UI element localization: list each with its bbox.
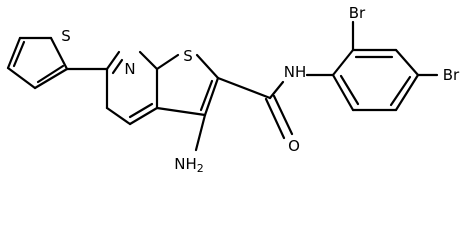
atom-o-carbonyl: O	[288, 137, 300, 155]
bond	[203, 76, 220, 117]
bond-double-inner	[12, 40, 26, 68]
atom-s-thiophene: S	[61, 27, 71, 45]
bond-double-inner	[128, 102, 154, 119]
bond-c-nh	[268, 80, 285, 100]
dibromophenyl-ring	[331, 48, 420, 112]
bond	[6, 66, 37, 90]
bond-c-o	[264, 97, 286, 140]
atom-amino: NH2	[174, 155, 204, 175]
fused-thiophene-ring	[155, 53, 220, 117]
bond-double-inner	[199, 79, 214, 112]
bond-c-o-double	[272, 94, 294, 136]
bond	[394, 48, 420, 77]
bond	[394, 73, 420, 112]
bond	[155, 53, 180, 71]
bond-double-inner	[339, 74, 360, 106]
atom-br-ortho: Br	[349, 4, 366, 22]
amino-subscript: 2	[197, 162, 204, 175]
pyridine-ring	[105, 50, 159, 126]
bond	[331, 48, 355, 77]
bond-amino	[194, 113, 207, 152]
atom-br-para: Br	[443, 66, 460, 84]
bond-carbonyl-carbon	[216, 76, 272, 100]
bond	[105, 106, 132, 126]
bond	[6, 36, 22, 70]
atom-n-pyridine: N	[124, 60, 135, 78]
bond	[155, 106, 207, 117]
bond	[33, 67, 69, 90]
bond-double-inner	[389, 75, 412, 107]
bond-double-inner	[36, 64, 65, 84]
atom-s-fused: S	[183, 47, 193, 65]
molecule-structure-diagram: S N S NH2 O NH	[6, 4, 460, 175]
thiophene-ring	[6, 36, 69, 90]
bond	[195, 53, 220, 80]
bond	[49, 36, 69, 71]
amino-label: NH	[174, 155, 197, 173]
atom-nh-amide: NH	[284, 63, 307, 81]
bond	[105, 50, 121, 71]
bond	[331, 73, 355, 112]
bond	[128, 106, 159, 126]
bond-double-inner	[111, 58, 124, 75]
bond	[138, 50, 159, 71]
